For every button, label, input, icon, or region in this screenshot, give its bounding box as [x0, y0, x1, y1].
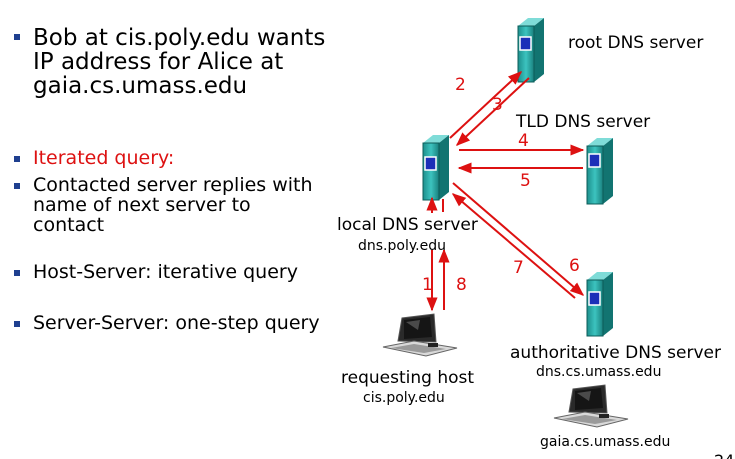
step-number: 5	[520, 171, 531, 191]
step-number: 4	[518, 131, 529, 151]
arrows	[426, 71, 585, 312]
tld-dns-server-label: TLD DNS server	[515, 112, 650, 132]
local-dns-server-label: local DNS server	[337, 215, 478, 235]
step-number: 7	[513, 258, 524, 278]
authoritative-dns-server-hostname: dns.cs.umass.edu	[536, 364, 661, 380]
gaia-computer-icon	[553, 384, 629, 428]
step-number: 1	[422, 275, 433, 295]
bullet-marker	[14, 270, 20, 276]
arrow-6	[452, 182, 585, 296]
step-number: 6	[569, 256, 580, 276]
bullet-text: Host-Server: iterative query	[33, 261, 298, 283]
arrow-7	[451, 193, 576, 299]
step-number: 3	[492, 95, 503, 115]
tld-dns-server-icon	[586, 138, 613, 205]
bullet-item: Host-Server: iterative query	[14, 262, 344, 282]
bullet-marker	[14, 34, 20, 40]
local-dns-server-icon	[422, 135, 449, 201]
authoritative-dns-server-icon	[586, 272, 613, 337]
bullet-item: Bob at cis.poly.edu wants IP address for…	[14, 26, 344, 98]
arrow-2	[449, 71, 523, 139]
bullet-marker	[14, 156, 20, 162]
bullet-text: Bob at cis.poly.edu wants IP address for…	[33, 25, 326, 99]
bullet-item: Contacted server replies with name of ne…	[14, 175, 344, 235]
root-dns-server-label: root DNS server	[568, 33, 703, 53]
bullet-item: Server-Server: one-step query	[14, 313, 344, 333]
requesting-host-label: requesting host	[341, 368, 474, 388]
requesting-host-hostname: cis.poly.edu	[363, 390, 445, 406]
root-dns-server-icon	[517, 18, 544, 83]
local-dns-server-hostname: dns.poly.edu	[358, 238, 446, 254]
gaia-hostname: gaia.cs.umass.edu	[540, 434, 670, 450]
bullet-marker	[14, 321, 20, 327]
step-number: 8	[456, 275, 467, 295]
bullet-text: Server-Server: one-step query	[33, 312, 320, 334]
arrow-3	[455, 77, 530, 146]
step-number: 2	[455, 75, 466, 95]
authoritative-dns-server-label: authoritative DNS server	[510, 343, 721, 363]
bullet-marker	[14, 183, 20, 189]
bullet-text: Contacted server replies with name of ne…	[33, 174, 313, 236]
bullet-item: Iterated query:	[14, 148, 344, 168]
page-number: 24	[714, 451, 734, 459]
bullet-text: Iterated query:	[33, 147, 175, 169]
requesting-host-computer-icon	[382, 313, 458, 357]
